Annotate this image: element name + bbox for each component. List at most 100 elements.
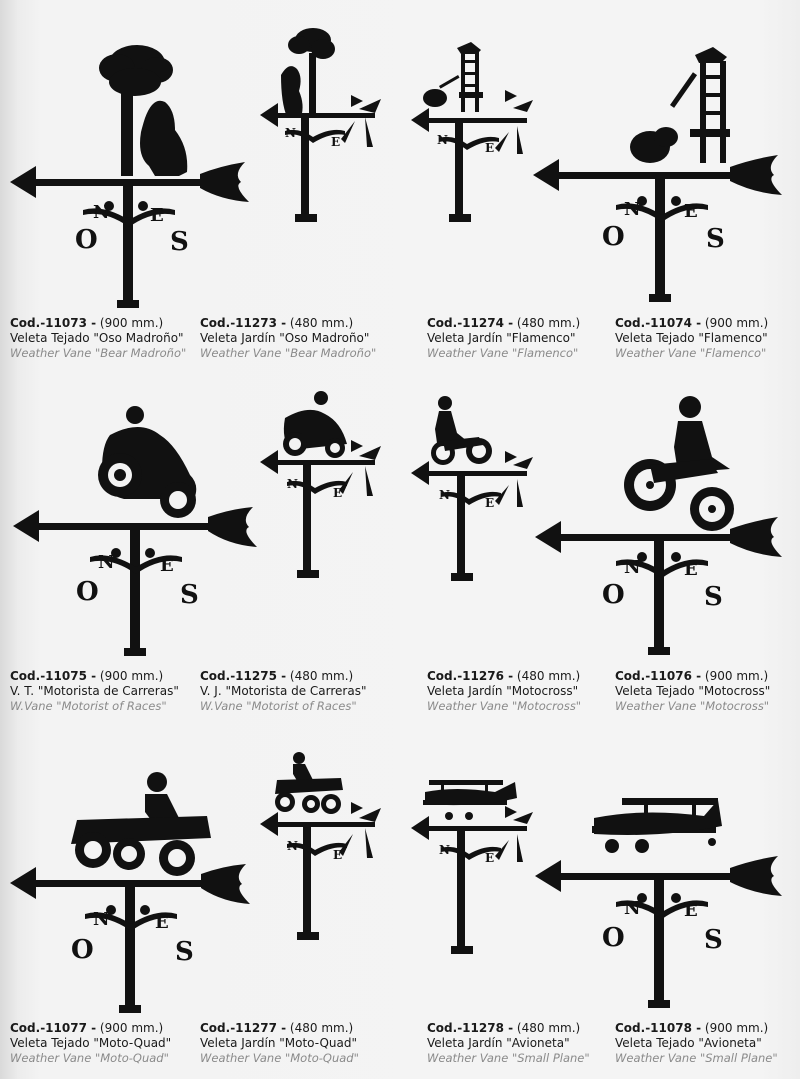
compass-south-letter: S: [704, 925, 723, 955]
compass-rose: N E: [287, 826, 347, 940]
compass-rose: O N E S: [602, 541, 723, 655]
product-caption: Cod.-11075 - (900 mm.) V. T. "Motorista …: [10, 669, 210, 714]
vane-arrow: [260, 440, 381, 496]
product-caption: Cod.-11273 - (480 mm.) Veleta Jardín "Os…: [200, 316, 400, 361]
vane-arrow: [13, 507, 257, 547]
compass-north-letter: N: [624, 898, 640, 919]
bear-tree-icon: [99, 45, 188, 176]
product-size: (900 mm.): [99, 316, 164, 330]
product-caption: Cod.-11277 - (480 mm.) Veleta Jardín "Mo…: [200, 1021, 400, 1066]
compass-south-letter: S: [180, 580, 199, 610]
compass-west-letter: O: [602, 923, 625, 953]
compass-rose: O N E S: [602, 880, 723, 1008]
compass-east-letter: E: [331, 135, 340, 149]
product-size: (900 mm.): [704, 669, 769, 683]
weather-vane-11277: N E: [255, 750, 395, 945]
vane-arrow: [10, 162, 249, 202]
product-name-es: V. T. "Motorista de Carreras": [10, 684, 179, 698]
compass-rose: N E: [439, 830, 501, 954]
product-name-es: Veleta Jardín "Motocross": [427, 684, 579, 698]
product-name-en: Weather Vane "Moto-Quad": [200, 1051, 359, 1065]
product-caption: Cod.-11077 - (900 mm.) Veleta Tejado "Mo…: [10, 1021, 210, 1066]
product-caption: Cod.-11076 - (900 mm.) Veleta Tejado "Mo…: [615, 669, 800, 714]
quad-bike-icon: [71, 772, 211, 876]
product-size: (480 mm.): [516, 669, 581, 683]
vane-arrow: [411, 451, 533, 507]
compass-north-letter: N: [93, 909, 109, 930]
racing-motorbike-icon: [98, 406, 197, 518]
product-name-en: Weather Vane "Bear Madroño": [200, 346, 377, 360]
product-size: (900 mm.): [99, 669, 164, 683]
compass-north-letter: N: [439, 488, 450, 502]
product-name-es: Veleta Tejado "Moto-Quad": [10, 1036, 172, 1050]
compass-east-letter: E: [684, 900, 698, 921]
product-name-en: Weather Vane "Moto-Quad": [10, 1051, 169, 1065]
product-code: Cod.-11076 -: [615, 669, 702, 683]
product-caption: Cod.-11276 - (480 mm.) Veleta Jardín "Mo…: [427, 669, 627, 714]
compass-east-letter: E: [160, 555, 174, 576]
product-code: Cod.-11276 -: [427, 669, 514, 683]
product-name-en: Weather Vane "Small Plane": [427, 1051, 590, 1065]
compass-east-letter: E: [150, 205, 164, 226]
product-size: (480 mm.): [516, 316, 581, 330]
quad-bike-icon: [275, 752, 343, 814]
product-name-en: Weather Vane "Flamenco": [615, 346, 767, 360]
product-code: Cod.-11274 -: [427, 316, 514, 330]
product-caption: Cod.-11274 - (480 mm.) Veleta Jardín "Fl…: [427, 316, 627, 361]
compass-east-letter: E: [485, 141, 494, 155]
compass-north-letter: N: [93, 202, 109, 223]
product-code: Cod.-11078 -: [615, 1021, 702, 1035]
compass-south-letter: S: [706, 224, 725, 254]
product-size: (480 mm.): [289, 669, 354, 683]
product-size: (900 mm.): [99, 1021, 164, 1035]
product-code: Cod.-11077 -: [10, 1021, 97, 1035]
compass-east-letter: E: [155, 912, 169, 933]
weather-vane-11078: O N E S: [532, 790, 800, 1015]
product-name-es: Veleta Jardín "Flamenco": [427, 331, 576, 345]
product-name-es: Veleta Tejado "Motocross": [615, 684, 771, 698]
product-name-es: Veleta Tejado "Oso Madroño": [10, 331, 184, 345]
product-name-es: V. J. "Motorista de Carreras": [200, 684, 367, 698]
product-name-en: W.Vane "Motorist of Races": [200, 699, 357, 713]
weather-vane-11074: O N E S: [530, 45, 800, 305]
biplane-icon: [423, 780, 517, 820]
motocross-icon: [431, 396, 492, 465]
compass-rose: O N E S: [71, 887, 194, 1013]
product-code: Cod.-11278 -: [427, 1021, 514, 1035]
compass-north-letter: N: [287, 839, 298, 853]
vane-arrow: [260, 95, 381, 147]
product-name-es: Veleta Jardín "Avioneta": [427, 1036, 570, 1050]
product-name-es: Veleta Jardín "Moto-Quad": [200, 1036, 358, 1050]
compass-east-letter: E: [485, 496, 494, 510]
weather-vane-11278: N E: [405, 770, 545, 960]
product-caption: Cod.-11278 - (480 mm.) Veleta Jardín "Av…: [427, 1021, 627, 1066]
weather-vane-11273: N E: [255, 25, 395, 230]
product-name-en: Weather Vane "Motocross": [427, 699, 582, 713]
compass-west-letter: O: [602, 222, 625, 252]
product-code: Cod.-11073 -: [10, 316, 97, 330]
vane-arrow: [535, 856, 782, 896]
product-size: (900 mm.): [704, 316, 769, 330]
compass-north-letter: N: [98, 552, 114, 573]
compass-south-letter: S: [704, 582, 723, 612]
weather-vane-11077: O N E S: [5, 770, 255, 1015]
vane-arrow: [411, 90, 533, 154]
product-code: Cod.-11075 -: [10, 669, 97, 683]
compass-north-letter: N: [439, 843, 450, 857]
vane-arrow: [10, 864, 250, 904]
product-name-en: Weather Vane "Small Plane": [615, 1051, 778, 1065]
compass-west-letter: O: [75, 225, 98, 255]
weather-vane-11276: N E: [405, 395, 545, 587]
compass-east-letter: E: [333, 848, 342, 862]
compass-rose: O N E S: [76, 530, 199, 656]
compass-south-letter: S: [170, 227, 189, 257]
compass-east-letter: E: [684, 559, 698, 580]
weather-vane-11076: O N E S: [532, 395, 800, 657]
weather-vane-11274: N E: [405, 38, 545, 230]
compass-east-letter: E: [485, 851, 494, 865]
bear-tree-icon: [281, 28, 335, 117]
vane-arrow: [411, 806, 533, 862]
compass-rose: O N E S: [75, 186, 189, 308]
product-caption: Cod.-11078 - (900 mm.) Veleta Tejado "Av…: [615, 1021, 800, 1066]
product-code: Cod.-11273 -: [200, 316, 287, 330]
